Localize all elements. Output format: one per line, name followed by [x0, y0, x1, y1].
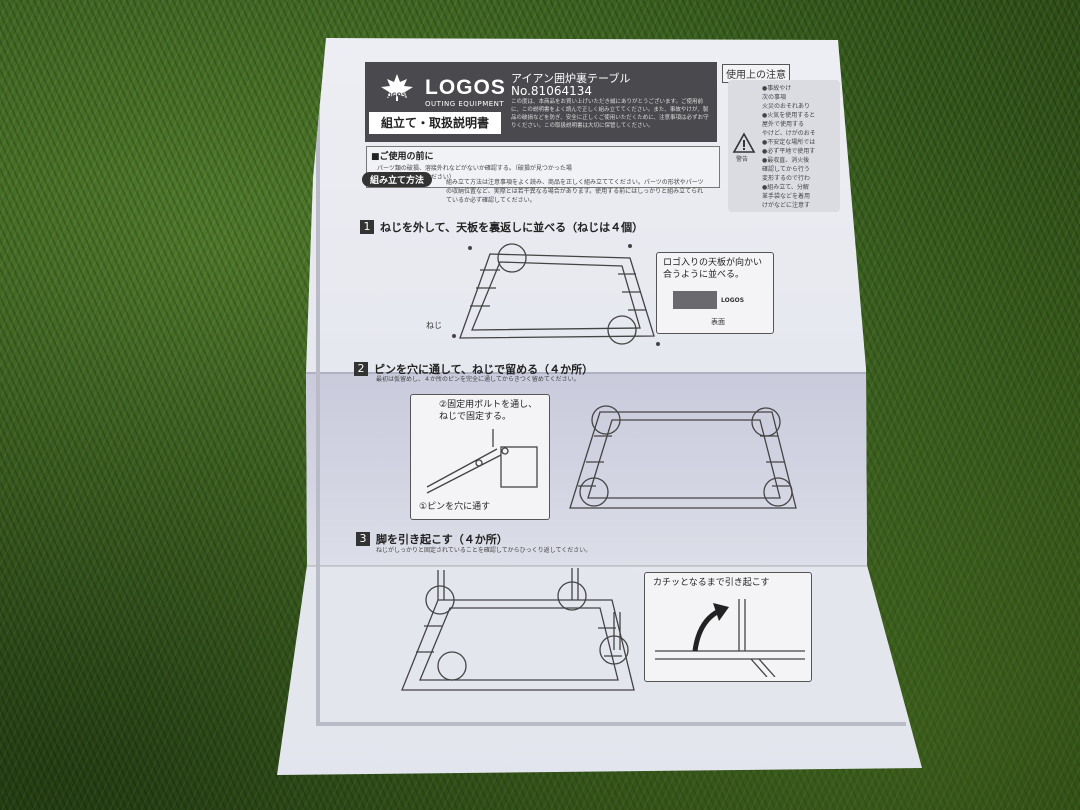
brand-subtitle: OUTING EQUIPMENT — [425, 100, 505, 108]
step-2-callout-top: ②固定用ボルトを通し、ねじで固定する。 — [439, 400, 538, 422]
step-3-callout-text: カチッとなるまで引き起こす — [653, 578, 770, 588]
caution-line: ●必ず平地で使用す — [762, 148, 816, 155]
fold-line-lower — [306, 565, 867, 567]
manual-title: 組立て・取扱説明書 — [369, 112, 501, 134]
page-border-left — [316, 96, 320, 726]
page-border-bottom — [316, 722, 906, 726]
step-1-callout-text: ロゴ入りの天板が向かい合うように並べる。 — [663, 258, 763, 280]
caution-line: 屋外で使用する — [762, 121, 805, 128]
step-1-number: 1 — [360, 219, 374, 234]
step-3-diagram — [401, 568, 635, 691]
pin-detail-diagram — [426, 429, 538, 494]
screw-dot-icon — [452, 334, 456, 338]
leaf-brand-mark: LOGOS — [383, 92, 407, 99]
brand-logo-text: LOGOS — [425, 76, 506, 99]
assembly-method-pill: 組み立て方法 — [362, 172, 433, 187]
greeting-text: この度は、本商品をお買い上げいただき誠にありがとうございます。ご使用前に、この説… — [511, 99, 709, 129]
step-2-diagram — [569, 405, 797, 509]
screw-label: ねじ — [426, 321, 442, 330]
leg-raise-detail — [655, 599, 805, 677]
caution-text: ●事故やけ次の事項火災のおそれあり ●火気を使用すると屋外で使用するやけど、けがの… — [762, 84, 838, 210]
caution-line: ●火気を使用すると — [762, 112, 816, 119]
tabletop-surface-swatch — [673, 291, 717, 309]
step-1-callout: ロゴ入りの天板が向かい合うように並べる。 LOGOS 表面 — [656, 252, 774, 334]
caution-line: やけど、けがのおそ — [762, 130, 816, 137]
warning-label: 警告 — [736, 156, 749, 163]
maple-leaf-icon — [381, 74, 413, 101]
step-2-note: 最初は仮留めし、４か所のピンを完全に通してからきつく留めてください。 — [376, 376, 580, 383]
step-3-heading: 3 脚を引き起こす（４か所） — [356, 528, 508, 547]
caution-box: ●事故やけ次の事項火災のおそれあり ●火気を使用すると屋外で使用するやけど、けがの… — [728, 80, 840, 212]
caution-line: ●組み立て、分解 — [762, 184, 809, 191]
fold-line-upper — [306, 372, 866, 374]
step-2-callout: ②固定用ボルトを通し、ねじで固定する。 ①ピンを穴に通す — [410, 394, 550, 520]
step-3-number: 3 — [356, 531, 370, 546]
product-number: No.81064134 — [511, 84, 592, 98]
step-1-diagram — [452, 243, 660, 346]
manual-header: LOGOS LOGOS OUTING EQUIPMENT 組立て・取扱説明書 ア… — [365, 62, 717, 142]
step-2-heading: 2 ピンを穴に通して、ねじで留める（４か所） — [354, 358, 593, 377]
step-3-callout: カチッとなるまで引き起こす — [644, 572, 812, 682]
caution-line: 火災のおそれあり — [762, 103, 811, 110]
step-3-title: 脚を引き起こす（４か所） — [376, 533, 508, 546]
caution-line: ●最収直、消火後 — [762, 157, 810, 164]
caution-line: けがなどに注意す — [762, 202, 811, 209]
caution-line: 確認してから行う — [762, 166, 810, 173]
step-2-title: ピンを穴に通して、ねじで留める（４か所） — [374, 363, 594, 376]
before-use-heading: ■ご使用の前に — [371, 152, 434, 162]
caution-line: 変形するので行わ — [762, 175, 811, 182]
step-2-number: 2 — [354, 361, 368, 376]
tabletop-logo-mark: LOGOS — [721, 297, 745, 304]
step-1-heading: 1 ねじを外して、天板を裏返しに並べる（ねじは４個） — [360, 216, 643, 235]
raise-arrow-icon — [692, 608, 721, 652]
surface-label: 表面 — [711, 318, 725, 326]
caution-line: 次の事項 — [762, 94, 787, 101]
step-3-note: ねじがしっかりと固定されていることを確認してからひっくり返してください。 — [376, 547, 592, 554]
caution-line: ●不安定な場所では — [762, 139, 816, 146]
middle-panel-band — [300, 372, 922, 566]
caution-line: 革手袋などを着用 — [762, 193, 811, 200]
step-1-title: ねじを外して、天板を裏返しに並べる（ねじは４個） — [380, 221, 644, 234]
step-2-callout-bottom: ①ピンを穴に通す — [419, 502, 491, 512]
product-name: アイアン囲炉裏テーブル — [511, 72, 631, 85]
warning-triangle-icon — [732, 132, 756, 153]
assembly-intro-text: 組み立て方法は注意事項をよく読み、商品を正しく組み立ててください。パーツの形状や… — [446, 179, 704, 204]
caution-line: ●事故やけ — [762, 85, 792, 92]
